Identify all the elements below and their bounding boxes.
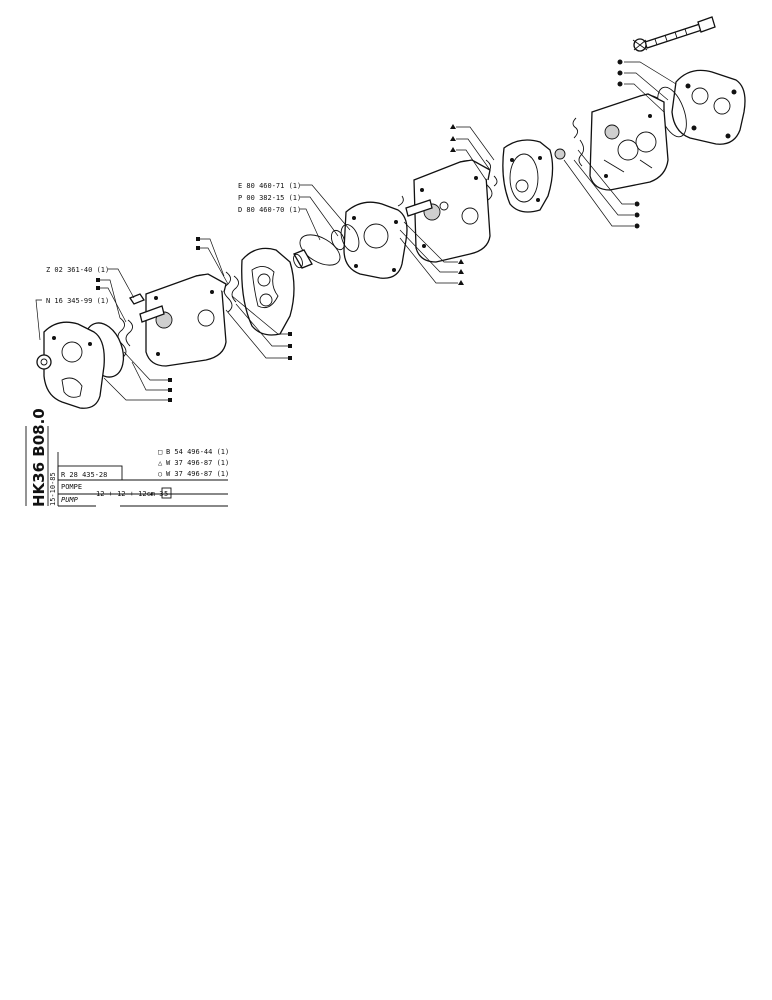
legend-symbol: □: [158, 448, 162, 456]
front-nut: [36, 354, 52, 370]
rear-end-plate: [671, 69, 746, 145]
title-block: HK36 B08.0 15-10-85 R 28 435-28 POMPE PU…: [25, 408, 229, 507]
legend-text: W 37 496-87 (1): [166, 470, 229, 478]
callout-label-z: Z 02 361-40 (1): [46, 266, 109, 274]
front-wavy-seals: [223, 271, 239, 313]
legend-symbol: △: [158, 459, 163, 467]
callout-label-e: E 80 460-71 (1): [238, 182, 301, 190]
legend-symbol: ○: [158, 470, 162, 478]
front-gear-housing: [139, 273, 227, 367]
callout-p: P 00 382-15 (1): [238, 194, 339, 237]
bushing: [293, 249, 313, 269]
triangle-markers: [399, 124, 495, 285]
rear-wavy-seals: [554, 117, 585, 167]
mounting-flange: [343, 201, 408, 279]
callout-label-p: P 00 382-15 (1): [238, 194, 301, 202]
key-part: [129, 293, 145, 305]
callout-label-d: D 80 460-70 (1): [238, 206, 301, 214]
boxed-number: 5: [164, 490, 168, 498]
reference-number: R 28 435-28: [61, 471, 107, 479]
rear-gear-housing: [589, 93, 669, 191]
square-markers-left: [96, 237, 292, 402]
middle-gear-plate: [502, 139, 554, 213]
callout-e: E 80 460-71 (1): [238, 182, 351, 231]
callout-label-n: N 16 345-99 (1): [46, 297, 109, 305]
callout-n: N 16 345-99 (1): [35, 297, 109, 341]
front-gear-plate: [241, 247, 295, 336]
drive-shaft: [632, 16, 716, 52]
circle-markers: [563, 59, 677, 229]
spec-text: 12 + 12 + 12cm 3: [96, 490, 163, 498]
front-end-plate: [43, 321, 105, 409]
callout-d: D 80 460-70 (1): [238, 206, 321, 241]
callout-z: Z 02 361-40 (1): [46, 266, 135, 299]
legend-text: B 54 496-44 (1): [166, 448, 229, 456]
pointer-arrow: ◄—: [148, 490, 157, 498]
legend-text: W 37 496-87 (1): [166, 459, 229, 467]
name-english: PUMP: [61, 496, 79, 504]
middle-gear-housing: [413, 159, 491, 263]
drawing-code: HK36 B08.0: [30, 408, 48, 507]
name-french: POMPE: [61, 483, 82, 491]
drawing-date: 15-10-85: [49, 472, 57, 506]
